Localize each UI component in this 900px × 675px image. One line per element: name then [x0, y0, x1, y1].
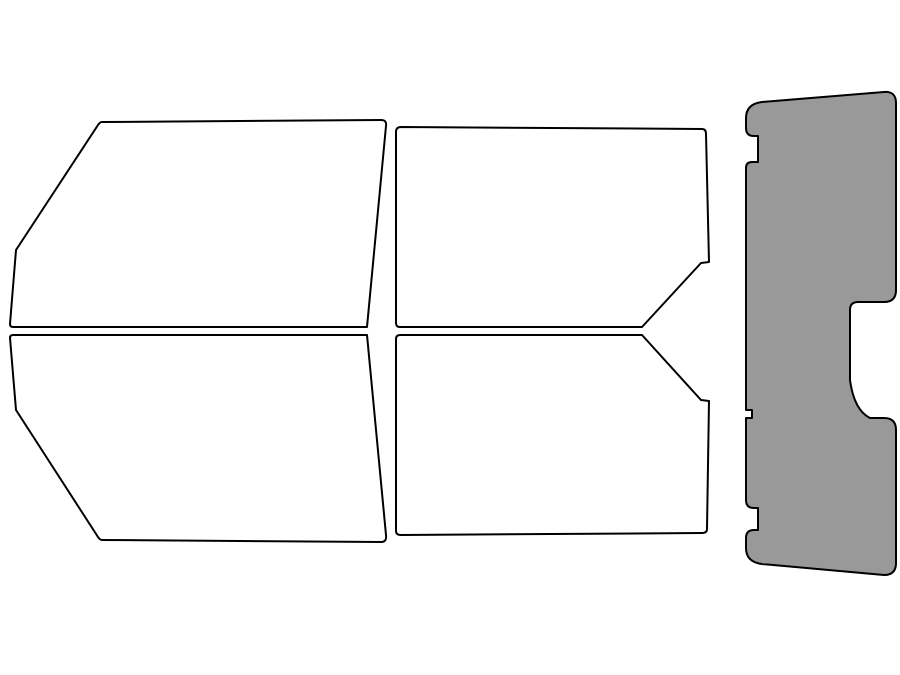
- rear-right-window-panel: [395, 334, 710, 536]
- front-left-window-panel: [9, 119, 388, 328]
- rear-left-window-panel: [9, 334, 388, 543]
- front-right-window-panel: [395, 126, 710, 328]
- rear-windshield-panel: [745, 90, 897, 576]
